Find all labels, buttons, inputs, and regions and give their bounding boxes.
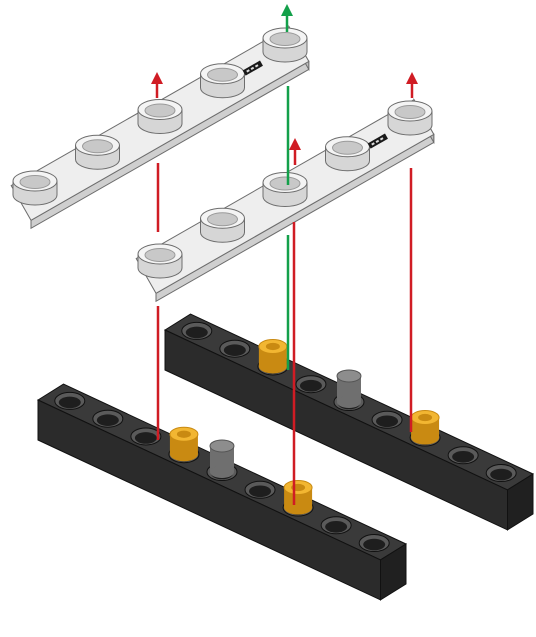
arrow-green-top-head <box>281 4 293 16</box>
pin-bottom <box>336 395 361 408</box>
pin-top <box>336 369 362 383</box>
beam-back-pin <box>336 369 362 408</box>
beam-hole-inner <box>185 326 208 339</box>
beam-connectors-layer <box>169 338 440 515</box>
beam-back-peg-1 <box>258 338 288 374</box>
beam-hole-inner <box>96 414 119 426</box>
beam-front-peg-2 <box>283 480 313 515</box>
peg-hole <box>265 342 280 351</box>
beam-hole-inner <box>376 415 399 428</box>
logo-mark-detail <box>246 69 250 73</box>
plate-ring <box>75 134 120 170</box>
ring-hole <box>144 248 176 262</box>
arrow-red-plate-upper-head <box>151 72 163 84</box>
logo-mark-detail <box>250 66 255 70</box>
brand-logo-icon <box>242 60 263 76</box>
arrow-red-plate-lower-end-head <box>406 72 418 84</box>
plate-ring <box>325 136 370 172</box>
peg-bottom <box>258 359 287 374</box>
ring-hole <box>207 67 238 82</box>
beam-end-face <box>380 543 407 601</box>
ring-hole <box>394 105 426 119</box>
peg-bottom <box>284 500 313 515</box>
beam-hole-inner <box>58 396 81 409</box>
logo-mark-detail <box>379 137 384 141</box>
ring-hole <box>269 32 301 46</box>
beam-hole-inner <box>490 468 513 481</box>
plate-upper <box>10 24 310 230</box>
logo-mark-detail <box>371 142 375 146</box>
guide-arrows-layer <box>151 4 418 505</box>
plate-ring <box>12 170 58 206</box>
brand-logo-icon <box>367 133 388 149</box>
ring-hole <box>19 175 51 189</box>
peg-hole <box>176 430 191 438</box>
beam-hole-inner <box>452 450 475 463</box>
plates-layer <box>10 24 435 303</box>
logo-mark-detail <box>254 64 259 68</box>
beam-hole-inner <box>363 538 386 551</box>
beam-hole-inner <box>249 485 272 498</box>
plate-ring <box>137 99 183 134</box>
plate-ring <box>387 100 433 136</box>
beam-hole-inner <box>325 520 348 533</box>
beam-hole-inner <box>134 432 157 444</box>
beam-end-face <box>507 473 534 531</box>
ring-hole <box>144 103 176 118</box>
beam-back-peg-2 <box>410 410 440 445</box>
plate-ring <box>200 207 245 243</box>
ring-hole <box>207 212 238 227</box>
plate-ring <box>262 27 308 63</box>
peg-bottom <box>169 447 198 462</box>
arrow-red-plate-lower-mid-head <box>289 138 301 150</box>
ring-hole <box>269 176 301 191</box>
plate-ring <box>200 63 245 99</box>
plate-lower <box>135 97 435 303</box>
ring-hole <box>82 139 113 154</box>
logo-mark-detail <box>375 139 380 143</box>
peg-hole <box>418 413 433 422</box>
ring-hole <box>332 140 363 155</box>
beam-hole-inner <box>299 379 322 392</box>
beam-front-peg-1 <box>169 426 199 462</box>
pin-bottom <box>209 465 234 478</box>
pin-top <box>209 439 235 453</box>
plate-ring <box>137 243 183 279</box>
peg-bottom <box>411 430 440 445</box>
beam-hole-inner <box>223 344 246 356</box>
beam-front-pin <box>209 439 235 478</box>
plate-ring <box>262 172 308 207</box>
